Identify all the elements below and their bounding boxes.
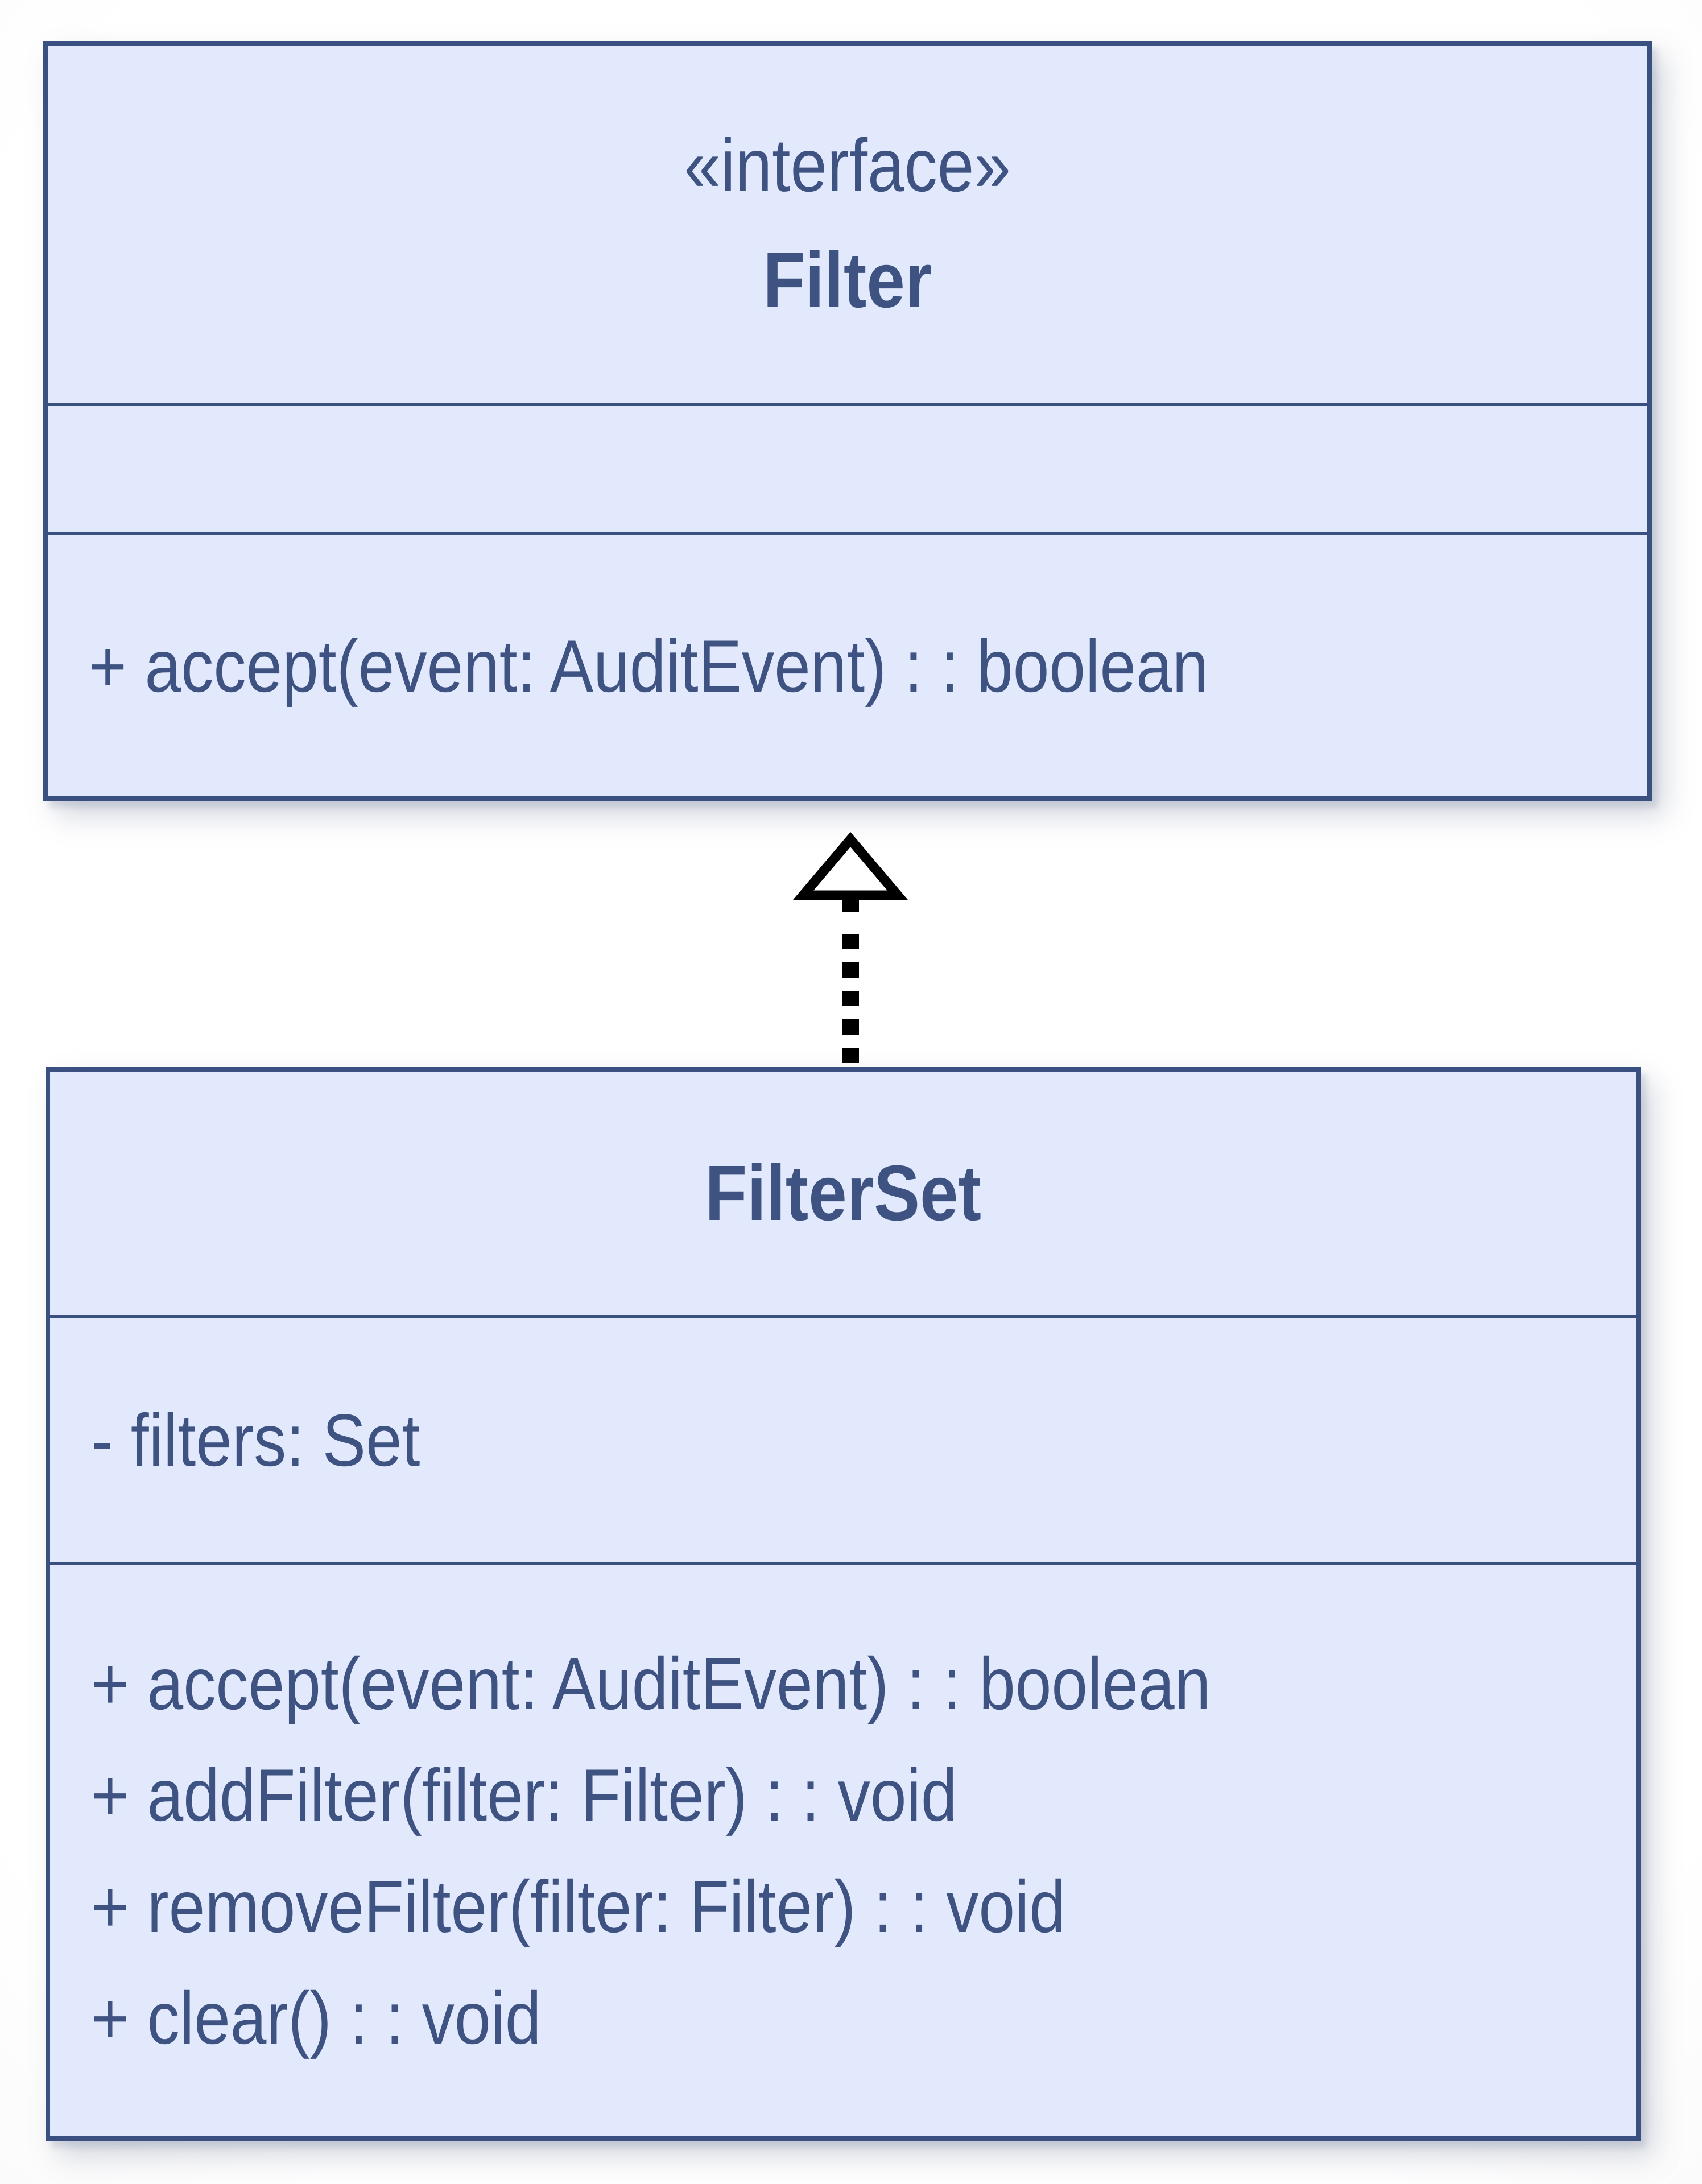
attribute-line: - filters: Set (91, 1384, 1595, 1496)
class-name-text: FilterSet (705, 1149, 981, 1237)
method-text: + clear() : : void (91, 1976, 542, 2059)
stereotype-text: «interface» (684, 123, 1011, 207)
interface-name-text: Filter (763, 237, 932, 324)
interface-name: Filter (751, 235, 943, 326)
method-line: + clear() : : void (91, 1962, 1595, 2074)
method-line: + addFilter(filter: Filter) : : void (91, 1739, 1595, 1851)
method-text: + removeFilter(filter: Filter) : : void (91, 1864, 1066, 1948)
interface-filter-class-box: «interface» Filter + accept(event: Audit… (43, 41, 1652, 801)
method-line: + accept(event: AuditEvent) : : boolean (91, 1628, 1595, 1739)
method-text: + addFilter(filter: Filter) : : void (91, 1753, 957, 1836)
filterset-class-box: FilterSet - filters: Set + accept(event:… (46, 1067, 1641, 2141)
class-name: FilterSet (686, 1148, 1000, 1239)
method-line: + removeFilter(filter: Filter) : : void (91, 1851, 1595, 1962)
class-attributes-compartment: - filters: Set (50, 1315, 1636, 1562)
interface-title-compartment: «interface» Filter (48, 46, 1647, 403)
interface-attributes-compartment (48, 403, 1647, 532)
attribute-text: - filters: Set (91, 1398, 420, 1482)
method-line: + accept(event: AuditEvent) : : boolean (89, 610, 1606, 722)
hollow-triangle-arrowhead-icon (792, 832, 908, 900)
class-title-compartment: FilterSet (50, 1072, 1636, 1315)
method-text: + accept(event: AuditEvent) : : boolean (91, 1641, 1211, 1725)
interface-methods-compartment: + accept(event: AuditEvent) : : boolean (48, 532, 1647, 796)
realization-arrow (792, 832, 908, 1070)
method-text: + accept(event: AuditEvent) : : boolean (89, 624, 1209, 708)
class-methods-compartment: + accept(event: AuditEvent) : : boolean … (50, 1562, 1636, 2136)
stereotype-label: «interface» (662, 122, 1033, 208)
